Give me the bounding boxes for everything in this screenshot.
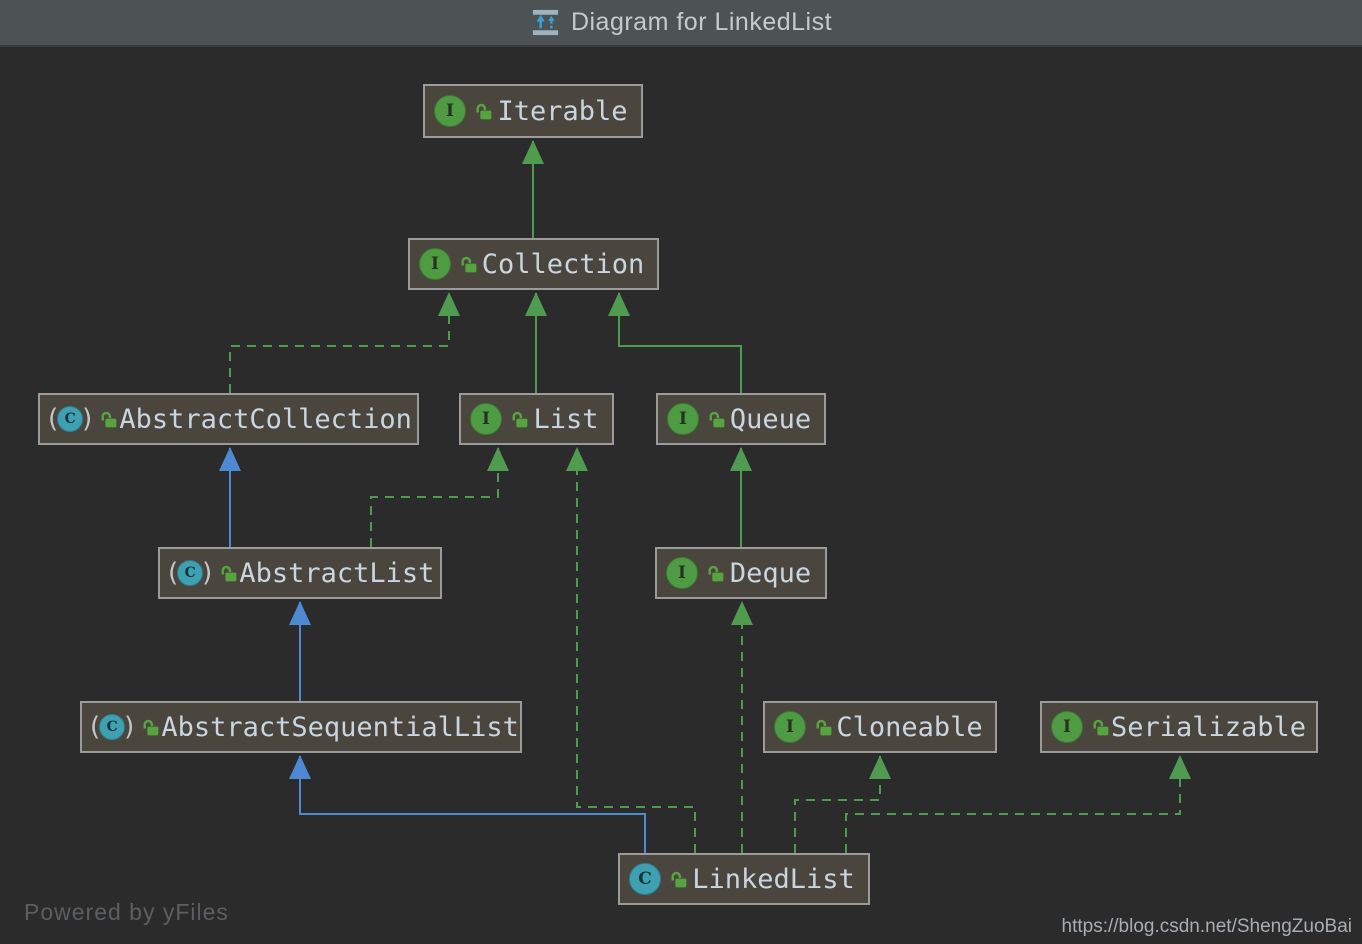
- node-label: AbstractCollection: [119, 403, 412, 435]
- class-icon: C: [177, 560, 204, 586]
- unlocked-icon: [705, 563, 726, 584]
- node-label: List: [533, 403, 599, 435]
- unlocked-icon: [813, 717, 834, 738]
- window-title: Diagram for LinkedList: [570, 8, 833, 36]
- paren-close: ): [82, 404, 93, 434]
- node-serializable[interactable]: I Serializable: [1040, 701, 1318, 753]
- node-abstract-collection[interactable]: (C) AbstractCollection: [38, 393, 419, 445]
- unlocked-icon: [473, 101, 494, 122]
- paren-open: (: [48, 404, 59, 434]
- node-label: Queue: [729, 403, 812, 435]
- paren-close: ): [202, 558, 213, 588]
- window-titlebar: Diagram for LinkedList: [0, 0, 1362, 47]
- class-icon: C: [57, 406, 84, 432]
- paren-close: ): [124, 712, 135, 742]
- interface-icon: I: [774, 711, 806, 743]
- unlocked-icon: [458, 254, 479, 275]
- node-cloneable[interactable]: I Cloneable: [763, 701, 997, 753]
- interface-icon: I: [1051, 711, 1083, 743]
- interface-icon: I: [667, 403, 699, 435]
- abstract-class-icon: (C): [90, 712, 135, 742]
- node-label: Deque: [729, 557, 812, 589]
- class-icon: C: [629, 863, 661, 895]
- unlocked-icon: [706, 409, 727, 430]
- node-label: AbstractSequentialList: [161, 711, 519, 743]
- unlocked-icon: [98, 409, 119, 430]
- unlocked-icon: [1090, 717, 1111, 738]
- csdn-watermark: https://blog.csdn.net/ShengZuoBai: [1061, 916, 1352, 937]
- node-deque[interactable]: I Deque: [655, 547, 827, 599]
- node-label: Serializable: [1111, 711, 1307, 743]
- edge-linked-list-abstract-sequential-list-extends: [289, 755, 646, 853]
- interface-icon: I: [470, 403, 502, 435]
- powered-by-yfiles-label: Powered by yFiles: [24, 899, 229, 925]
- node-queue[interactable]: I Queue: [656, 393, 826, 445]
- unlocked-icon: [140, 717, 161, 738]
- edges-layer: [219, 140, 1191, 853]
- abstract-class-icon: (C): [48, 404, 93, 434]
- edge-linked-list-serializable-implements: [845, 755, 1191, 853]
- paren-open: (: [90, 712, 101, 742]
- node-iterable[interactable]: I Iterable: [423, 84, 643, 138]
- unlocked-icon: [668, 869, 689, 890]
- edge-queue-collection-extends: [608, 292, 742, 393]
- node-collection[interactable]: I Collection: [408, 238, 659, 290]
- interface-icon: I: [434, 95, 466, 127]
- paren-open: (: [168, 558, 179, 588]
- abstract-class-icon: (C): [168, 558, 213, 588]
- node-abstract-list[interactable]: (C) AbstractList: [158, 547, 442, 599]
- interface-icon: I: [419, 248, 451, 280]
- edge-abstract-list-list-implements: [370, 447, 509, 547]
- node-label: Collection: [481, 248, 645, 280]
- unlocked-icon: [218, 563, 239, 584]
- node-label: Iterable: [497, 95, 628, 127]
- edge-abstract-collection-collection-implements: [229, 292, 460, 393]
- edge-linked-list-cloneable-implements: [794, 755, 891, 853]
- interface-icon: I: [666, 557, 698, 589]
- node-abstract-sequential-list[interactable]: (C) AbstractSequentialList: [80, 701, 522, 753]
- edge-linked-list-list-implements: [566, 447, 696, 853]
- node-label: Cloneable: [836, 711, 983, 743]
- class-icon: C: [99, 714, 126, 740]
- node-linked-list[interactable]: C LinkedList: [618, 853, 870, 905]
- node-list[interactable]: I List: [459, 393, 614, 445]
- unlocked-icon: [509, 409, 530, 430]
- node-label: AbstractList: [239, 557, 435, 589]
- node-label: LinkedList: [692, 863, 855, 895]
- diagram-icon: [530, 7, 561, 38]
